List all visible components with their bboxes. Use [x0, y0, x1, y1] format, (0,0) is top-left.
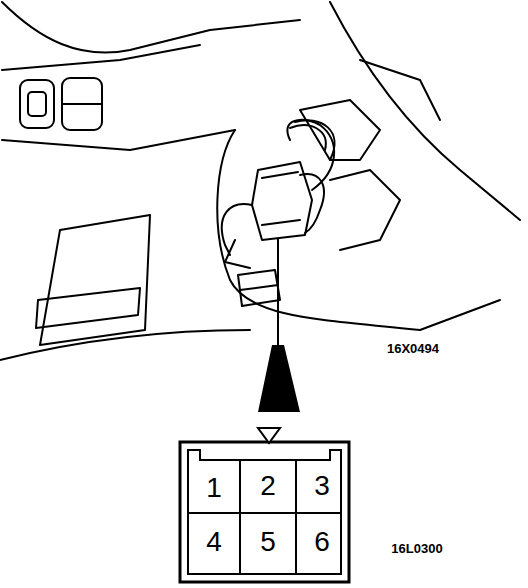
pin-number: 4	[206, 528, 222, 556]
leader-line	[277, 238, 279, 345]
pin-number: 1	[206, 474, 222, 502]
figure-code: 16L0300	[391, 542, 442, 555]
pin-number: 3	[314, 472, 330, 500]
pin-number: 2	[260, 472, 276, 500]
pin-number: 6	[314, 528, 330, 556]
switch	[20, 80, 54, 128]
leader-wedge	[258, 345, 300, 412]
pin1-marker	[258, 428, 280, 443]
figure-code: 16X0494	[387, 342, 439, 355]
pin-number: 5	[260, 528, 276, 556]
relay-block	[238, 270, 280, 306]
connector-face	[180, 442, 349, 582]
dash-edge	[2, 2, 300, 53]
